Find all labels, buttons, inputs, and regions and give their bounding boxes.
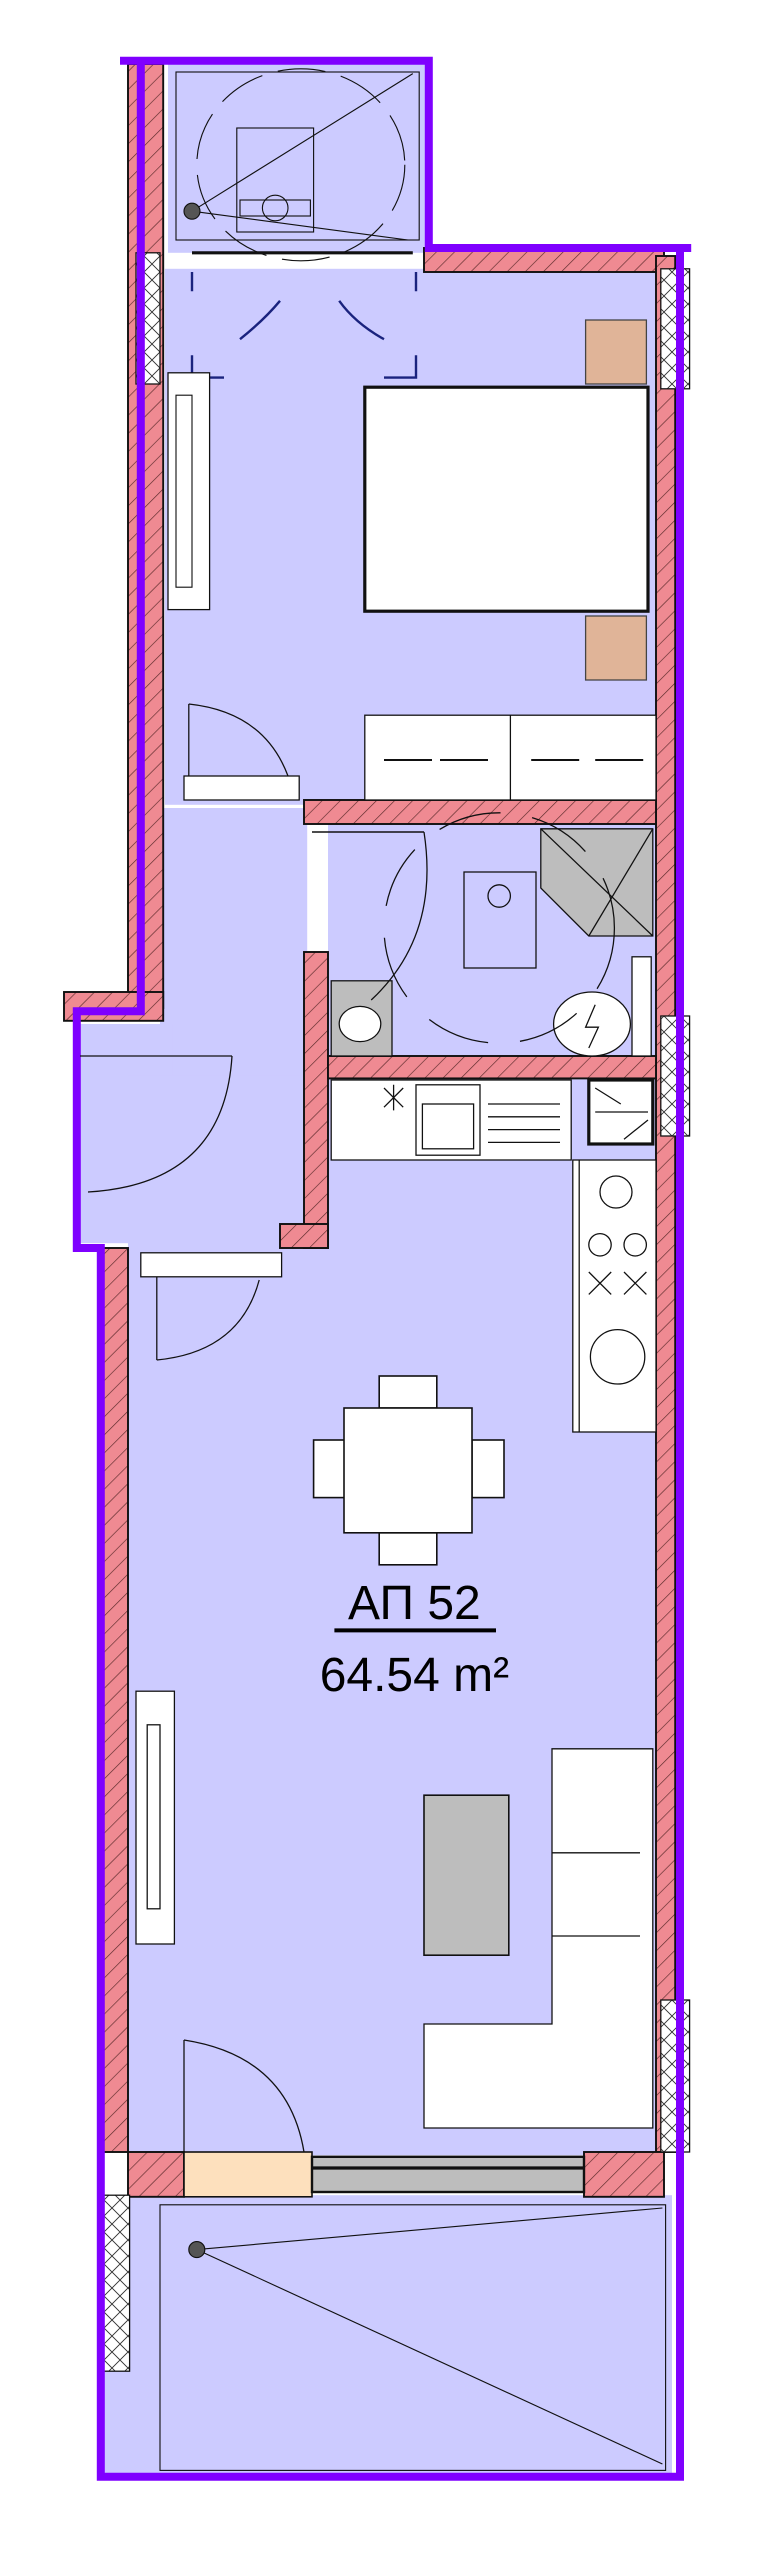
dining-set <box>312 1375 505 1566</box>
bathroom <box>312 812 655 1146</box>
bottom-balcony-floor <box>100 2195 673 2477</box>
dining-table <box>343 1407 473 1534</box>
bedroom-cabinet <box>167 372 211 611</box>
wall-bath-kitchen <box>327 1055 657 1080</box>
hob-burner <box>588 1271 647 1295</box>
apartment-area: 64.54 m² <box>320 1649 509 1702</box>
nightstand-bottom <box>584 615 648 681</box>
drain-icon <box>183 202 201 220</box>
wall-left-lower <box>99 1247 129 2153</box>
hob-burner <box>588 1232 612 1257</box>
bottom-balcony <box>159 2204 667 2471</box>
apartment-name: АП 52 <box>348 1577 481 1630</box>
drain-icon <box>188 2241 206 2259</box>
living-door <box>183 2039 305 2153</box>
wall-hall-right <box>303 951 329 1249</box>
wheelchair-icon <box>236 127 315 233</box>
sofa <box>423 1748 654 2129</box>
walls <box>63 63 677 2198</box>
entrance-door <box>80 1055 283 1361</box>
window-sill <box>183 2151 313 2198</box>
insulation <box>100 252 691 2372</box>
appliance-column <box>572 1159 657 1433</box>
nightstand-top <box>584 319 648 385</box>
tv-unit <box>135 1690 176 1945</box>
apartment-outline <box>72 56 692 2481</box>
toilet <box>552 991 632 1057</box>
bedroom-door <box>183 703 300 801</box>
wall-right <box>655 255 677 2153</box>
wheelchair-icon <box>463 871 537 969</box>
washing-machine <box>589 1328 646 1385</box>
hob-burner <box>623 1232 648 1257</box>
top-balcony <box>175 68 420 262</box>
bed <box>363 385 650 613</box>
fan-icon <box>599 1175 633 1209</box>
wall-hall-bottom <box>279 1223 329 1249</box>
wall-bottom-left <box>127 2151 185 2198</box>
kitchen <box>330 1079 657 1433</box>
top-balcony-floor <box>168 64 428 253</box>
coffee-table <box>423 1794 510 1957</box>
wall-bottom-right <box>583 2151 665 2198</box>
wardrobe <box>364 714 657 801</box>
wall-bed-bath <box>303 799 657 825</box>
wall-left-upper <box>127 63 165 1009</box>
sliding-door <box>310 2155 586 2194</box>
